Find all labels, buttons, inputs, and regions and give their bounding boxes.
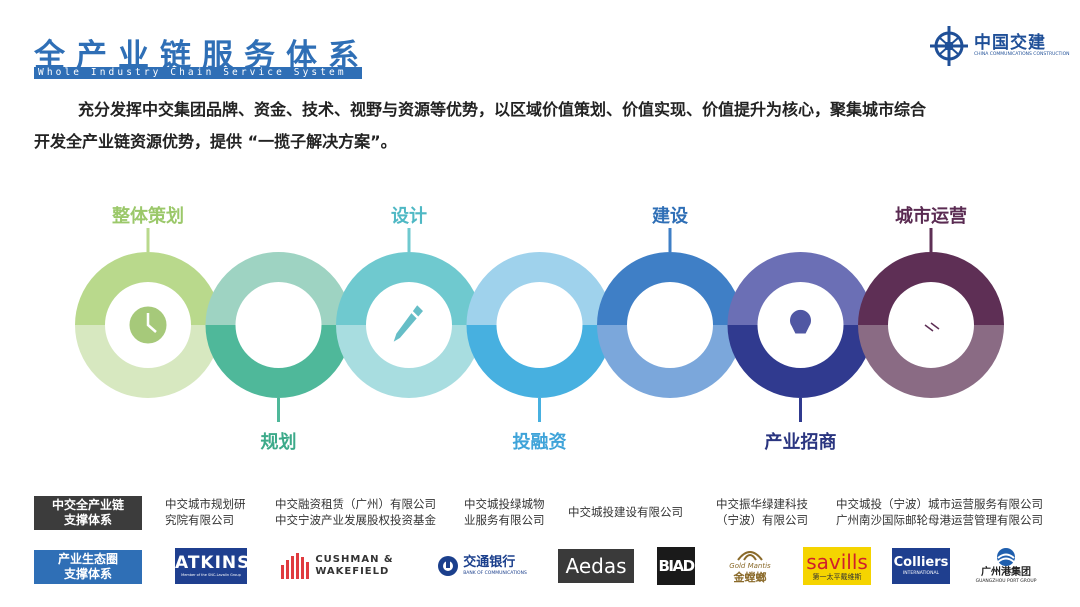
support-company-2: 中交融资租赁（广州）有限公司中交宁波产业发展股权投资基金 xyxy=(275,496,436,528)
partner-biad: BIAD xyxy=(657,545,695,587)
chain-stage-4 xyxy=(466,252,613,422)
growth-chart-icon xyxy=(520,299,559,343)
chain-rings xyxy=(75,228,1004,422)
partner-bank-of-communications: 交通银行 BANK OF COMMUNICATIONS xyxy=(428,545,536,587)
cccc-emblem-icon xyxy=(930,26,968,66)
company-line-2: 究院有限公司 xyxy=(165,513,234,527)
stage-label-4: 投融资 xyxy=(512,432,567,453)
industry-chain-diagram: 整体策划规划 设计投融资 建设产业招商 城市运营 xyxy=(0,190,1080,460)
company-logo: 中国交建 CHINA COMMUNICATIONS CONSTRUCTION xyxy=(928,24,1070,68)
cushman-bars-icon xyxy=(281,553,310,579)
ring-bottom-arc xyxy=(336,324,482,398)
ring-bottom-arc xyxy=(75,324,221,398)
partner-savills: savills 第一太平戴维斯 xyxy=(803,545,871,587)
ecosystem-label: 产业生态圈支撑体系 xyxy=(34,550,142,584)
company-line-2: 业服务有限公司 xyxy=(464,513,545,527)
support-company-1: 中交城市规划研究院有限公司 xyxy=(165,496,246,528)
ring-top-arc xyxy=(597,252,743,326)
lightbulb-icon xyxy=(776,295,825,347)
company-line-1: 中交城投（宁波）城市运营服务有限公司 xyxy=(836,497,1043,511)
intro-line-1: 充分发挥中交集团品牌、资金、技术、视野与资源等优势，以区域价值策划、价值实现、价… xyxy=(78,100,927,119)
stage-label-1: 整体策划 xyxy=(112,206,184,227)
ring-top-arc xyxy=(858,252,1004,326)
partner-atkins: ATKINS Member of the SNC-Lavalin Group xyxy=(175,545,251,587)
partner-colliers: Colliers INTERNATIONAL xyxy=(892,545,950,587)
company-line-1: 中交城投绿城物 xyxy=(464,497,545,511)
partner-cushman-wakefield: CUSHMAN & WAKEFIELD xyxy=(278,545,396,587)
ring-top-arc xyxy=(75,252,221,326)
chain-stage-7 xyxy=(858,228,1004,398)
support-system-label: 中交全产业链支撑体系 xyxy=(34,496,142,530)
support-company-4: 中交城投建设有限公司 xyxy=(568,504,683,520)
bocom-name: 交通银行 xyxy=(463,555,516,570)
chain-stage-3 xyxy=(336,228,482,398)
handshake-icon xyxy=(903,313,959,337)
support-company-5: 中交振华绿建科技 （宁波）有限公司 xyxy=(716,496,808,528)
company-line-2: （宁波）有限公司 xyxy=(716,513,808,527)
ring-top-arc xyxy=(336,252,482,326)
intro-paragraph: 充分发挥中交集团品牌、资金、技术、视野与资源等优势，以区域价值策划、价值实现、价… xyxy=(34,94,1058,158)
stage-label-7: 城市运营 xyxy=(895,206,967,227)
gzport-name: 广州港集团 xyxy=(981,567,1031,578)
partner-gold-mantis: Gold Mantis 金螳螂 xyxy=(720,545,780,587)
company-line-1: 中交城市规划研 xyxy=(165,497,246,511)
aedas-name: Aedas xyxy=(558,549,634,583)
gzport-emblem-icon xyxy=(997,548,1015,566)
company-line-1: 中交振华绿建科技 xyxy=(716,497,808,511)
bocom-emblem-icon xyxy=(438,556,459,576)
pen-icon xyxy=(389,301,427,347)
ring-bottom-arc xyxy=(597,324,743,398)
company-line-2: 中交宁波产业发展股权投资基金 xyxy=(275,513,436,527)
bocom-sub: BANK OF COMMUNICATIONS xyxy=(463,571,527,576)
partner-guangzhou-port: 广州港集团 GUANGZHOU PORT GROUP xyxy=(970,545,1042,587)
company-line-1: 中交城投建设有限公司 xyxy=(568,505,683,519)
cushman-name-2: WAKEFIELD xyxy=(315,566,390,577)
chain-stage-2 xyxy=(205,252,352,422)
ring-bottom-arc xyxy=(727,324,874,398)
support-system-label-text: 中交全产业链支撑体系 xyxy=(51,498,124,527)
gears-icon xyxy=(646,306,691,345)
atkins-sub: Member of the SNC-Lavalin Group xyxy=(181,573,241,577)
ring-top-arc xyxy=(466,252,613,326)
chain-stage-1 xyxy=(75,228,221,398)
logo-text: 中国交建 xyxy=(974,33,1046,53)
ring-top-arc xyxy=(205,252,352,326)
ring-bottom-arc xyxy=(466,324,613,398)
intro-line-2: 开发全产业链资源优势，提供 “一揽子解决方案”。 xyxy=(34,132,397,151)
page-subtitle: Whole Industry Chain Service System xyxy=(34,67,362,79)
stage-label-6: 产业招商 xyxy=(764,432,837,453)
logo-subtext: CHINA COMMUNICATIONS CONSTRUCTION xyxy=(974,52,1070,57)
savills-name: savills xyxy=(806,549,868,574)
gzport-sub: GUANGZHOU PORT GROUP xyxy=(975,579,1037,584)
chain-stage-5 xyxy=(597,228,743,398)
colliers-name: Colliers xyxy=(893,555,949,570)
company-line-2: 广州南沙国际邮轮母港运营管理有限公司 xyxy=(836,513,1043,527)
ring-bottom-arc xyxy=(858,324,1004,398)
support-company-3: 中交城投绿城物业服务有限公司 xyxy=(464,496,545,528)
support-company-6: 中交城投（宁波）城市运营服务有限公司广州南沙国际邮轮母港运营管理有限公司 xyxy=(836,496,1043,528)
ecosystem-label-text: 产业生态圈支撑体系 xyxy=(57,552,118,581)
stage-label-2: 规划 xyxy=(260,432,297,453)
stage-label-5: 建设 xyxy=(652,206,688,227)
card-icon xyxy=(253,308,304,342)
partner-aedas: Aedas xyxy=(558,545,634,587)
biad-name: BIAD xyxy=(657,547,695,585)
gold-mantis-sub: Gold Mantis xyxy=(729,562,771,570)
cushman-name-1: CUSHMAN & xyxy=(315,554,394,565)
ring-top-arc xyxy=(727,252,874,326)
savills-sub: 第一太平戴维斯 xyxy=(812,572,862,581)
ring-bottom-arc xyxy=(205,324,352,398)
chain-stage-6 xyxy=(727,252,874,422)
colliers-sub: INTERNATIONAL xyxy=(902,571,940,576)
clock-icon xyxy=(126,303,170,347)
stage-label-3: 设计 xyxy=(391,206,427,227)
gold-mantis-name: 金螳螂 xyxy=(733,571,767,584)
gold-mantis-icon xyxy=(737,551,763,561)
company-line-1: 中交融资租赁（广州）有限公司 xyxy=(275,497,436,511)
atkins-name: ATKINS xyxy=(175,553,251,573)
